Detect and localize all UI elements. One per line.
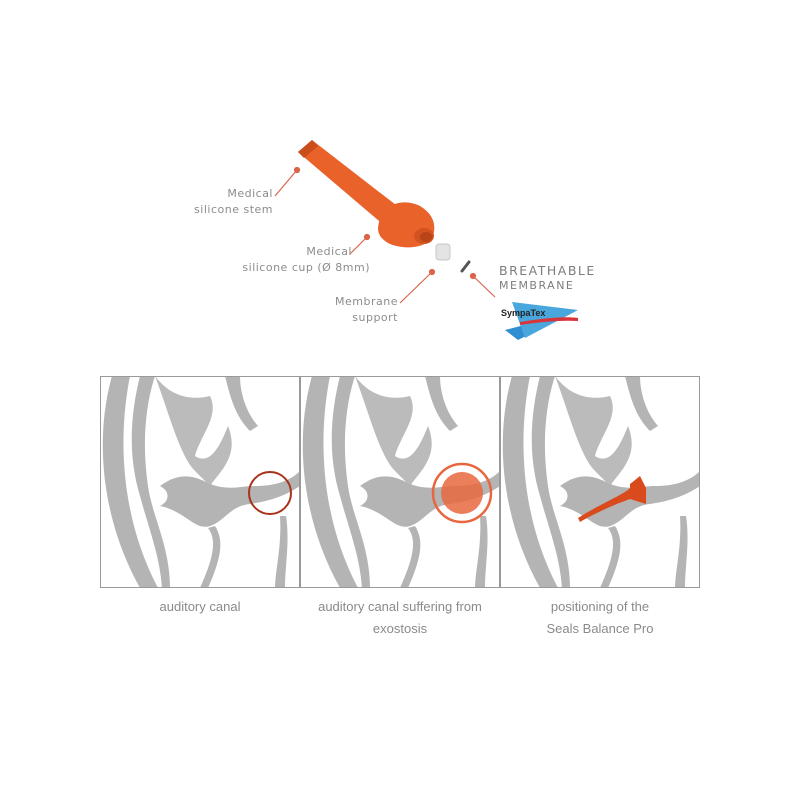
support-label: Membrane support	[335, 294, 398, 326]
panel-exostosis	[299, 375, 501, 589]
membrane-label-line2: MEMBRANE	[499, 279, 575, 292]
membrane-disk	[460, 260, 471, 273]
membrane-label-line1: BREATHABLE	[499, 263, 596, 278]
support-label-line2: support	[352, 311, 398, 324]
panel-seals-positioning	[499, 375, 701, 589]
panel-auditory-canal	[99, 375, 301, 589]
caption-line: positioning of the	[550, 599, 650, 614]
seals-earplug	[578, 476, 646, 522]
caption-auditory-canal: auditory canal	[100, 596, 300, 618]
stem-label-line1: Medical	[227, 187, 273, 200]
silicone-cup	[378, 202, 435, 248]
membrane-label: BREATHABLE MEMBRANE	[499, 263, 596, 293]
cup-label-line1: Medical	[306, 245, 352, 258]
caption-line: auditory canal	[159, 599, 241, 614]
support-label-line1: Membrane	[335, 295, 398, 308]
caption-seals-positioning: positioning of the Seals Balance Pro	[500, 596, 700, 640]
silicone-stem	[298, 140, 405, 232]
caption-line: exostosis	[372, 621, 428, 636]
leader-lines	[274, 166, 496, 304]
caption-line: auditory canal suffering from	[318, 599, 482, 614]
stem-label: Medical silicone stem	[194, 186, 273, 218]
exostosis-mass	[441, 472, 483, 514]
canal-highlight-ring	[248, 471, 292, 515]
caption-exostosis: auditory canal suffering from exostosis	[300, 596, 500, 640]
cup-label: Medical silicone cup (Ø 8mm)	[242, 244, 370, 276]
sympatex-logo	[505, 302, 578, 340]
cup-label-line2: silicone cup (Ø 8mm)	[242, 261, 370, 274]
caption-line: Seals Balance Pro	[546, 621, 654, 636]
membrane-support	[435, 243, 451, 261]
sympatex-logo-text: SympaTex	[501, 308, 546, 318]
stem-label-line2: silicone stem	[194, 203, 273, 216]
exostosis-outer-ring	[431, 462, 493, 524]
